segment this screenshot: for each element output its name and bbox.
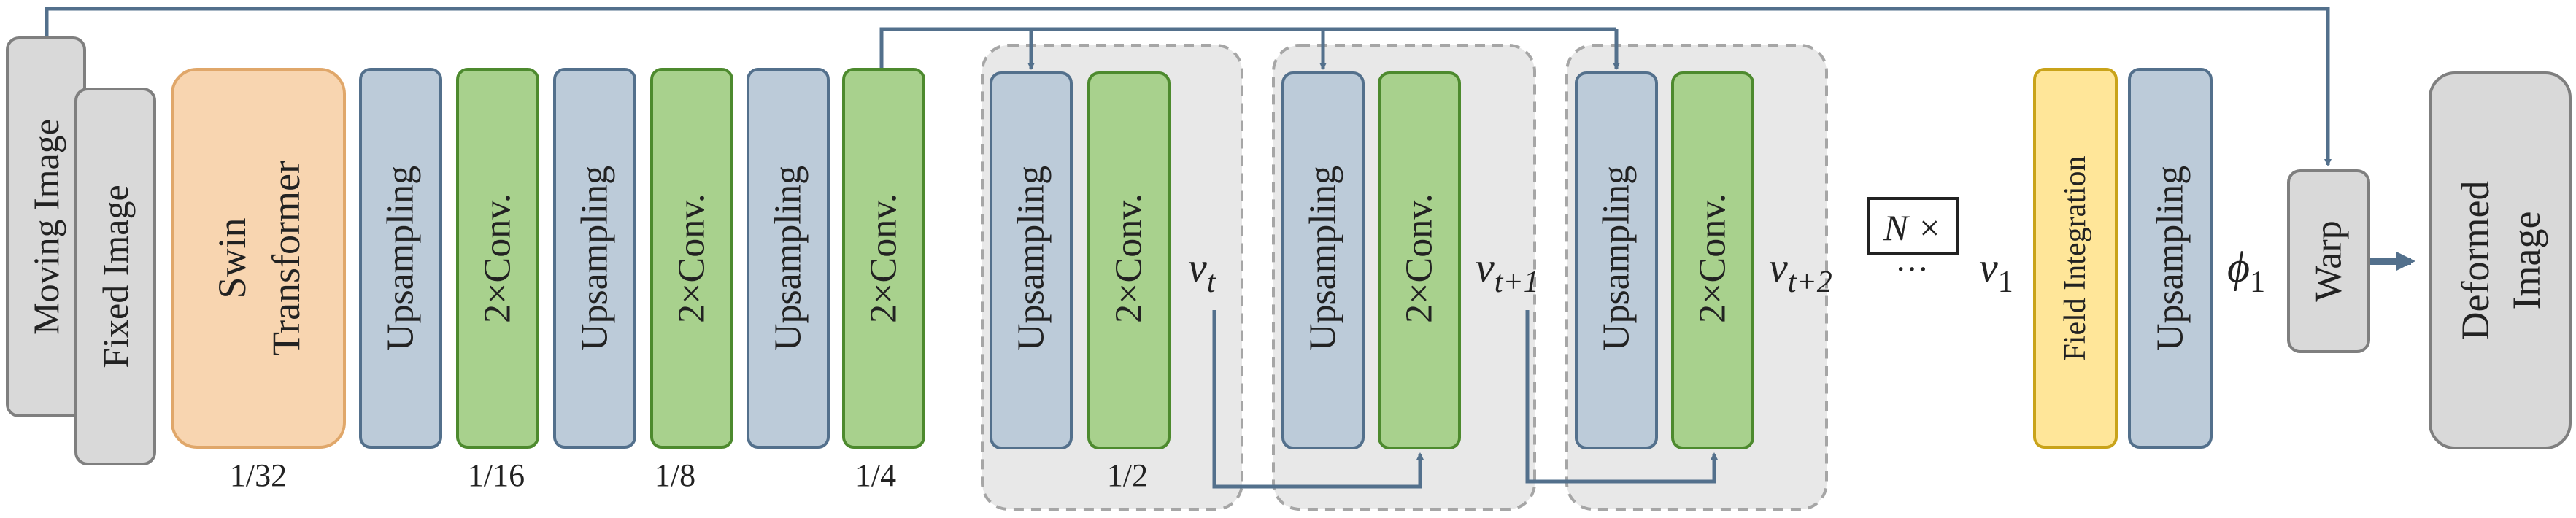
moving-to-warp-arrow [45, 7, 2332, 166]
conv-box-6 [1671, 71, 1754, 449]
upsampling-box-3 [747, 68, 830, 449]
iteration-t1: Upsampling 2×Conv. vt+1 [1281, 71, 1539, 449]
conv-box-4 [1087, 71, 1171, 449]
stage-1-8: Upsampling 2×Conv. 1/8 [553, 68, 733, 493]
deformed-image-box [2429, 71, 2572, 449]
iteration-t: Upsampling 2×Conv. 1/2 vt [990, 71, 1216, 493]
velocity-vt1-sub: t+1 [1495, 266, 1539, 299]
swin-transformer-box [171, 68, 346, 449]
moving-image-label: Moving Image [26, 119, 66, 335]
fixed-image-box [74, 88, 156, 465]
vt1-to-conv-arrow [1525, 310, 1718, 484]
phi-sub: 1 [2250, 266, 2265, 299]
upsampling-label-2: Upsampling [574, 166, 616, 351]
deformed-label-line1: Deformed [2453, 181, 2497, 341]
swin-label-line2: Transformer [264, 161, 308, 356]
vt-to-conv-arrow [1212, 310, 1424, 489]
field-integration-label: Field Integration [2059, 155, 2092, 360]
velocity-vt: vt [1188, 244, 1216, 299]
velocity-v1-sub: 1 [1998, 266, 2013, 299]
upsampling-box-6 [1575, 71, 1658, 449]
upsampling-label-1: Upsampling [380, 166, 422, 351]
conv-label-6: 2×Conv. [1692, 193, 1734, 323]
swin-label-line1: Swin [210, 217, 254, 298]
upsampling-label-6: Upsampling [1596, 166, 1638, 351]
velocity-vt-base: v [1188, 244, 1207, 291]
upsampling-box-final [2128, 68, 2213, 449]
conv-label-3: 2×Conv. [863, 193, 905, 323]
upsampling-box-1 [359, 68, 442, 449]
conv-label-4: 2×Conv. [1108, 193, 1150, 323]
scale-label-1-16: 1/16 [468, 457, 525, 493]
iteration-t2: Upsampling 2×Conv. vt+2 [1575, 71, 1832, 449]
scale-label-1-4: 1/4 [855, 457, 896, 493]
scale-label-1-32: 1/32 [230, 457, 287, 493]
conv-label-1: 2×Conv. [477, 193, 519, 323]
upsampling-label-4: Upsampling [1011, 166, 1052, 351]
velocity-vt1: vt+1 [1476, 244, 1539, 299]
upsampling-label-3: Upsampling [768, 166, 809, 351]
conv-box-5 [1378, 71, 1461, 449]
conv-label-2: 2×Conv. [671, 193, 713, 323]
n-times-label: N × [1883, 207, 1942, 248]
warp-box [2287, 169, 2370, 353]
velocity-vt2-base: v [1769, 244, 1788, 291]
deformation-field-phi1: ϕ1 [2227, 243, 2265, 299]
stage-1-4: Upsampling 2×Conv. 1/4 [747, 68, 925, 493]
scale-label-1-8: 1/8 [655, 457, 695, 493]
conv-box-2 [650, 68, 733, 449]
velocity-vt1-base: v [1476, 244, 1495, 291]
stage-1-16: Upsampling 2×Conv. 1/16 [359, 68, 539, 493]
velocity-v1-base: v [1979, 244, 1998, 291]
velocity-v1: v1 [1979, 244, 2013, 299]
upsampling-box-2 [553, 68, 636, 449]
n-times-box [1867, 197, 1959, 255]
upsampling-box-5 [1281, 71, 1365, 449]
deformed-label-line2: Image [2504, 212, 2548, 310]
connections [45, 7, 2332, 489]
warp-label: Warp [2308, 220, 2350, 301]
scale-label-1-2: 1/2 [1107, 457, 1148, 493]
conv-box-3 [842, 68, 925, 449]
upsampling-label-final: Upsampling [2150, 166, 2191, 351]
conv-box-1 [456, 68, 539, 449]
fixed-image-label: Fixed Image [95, 185, 136, 368]
skip-connection-line [879, 27, 1616, 69]
conv-label-5: 2×Conv. [1399, 193, 1441, 323]
upsampling-box-4 [990, 71, 1073, 449]
ellipsis: ··· [1895, 250, 1929, 287]
velocity-vt2: vt+2 [1769, 244, 1832, 299]
phi-base: ϕ [2227, 243, 2250, 291]
velocity-vt2-sub: t+2 [1788, 266, 1832, 299]
field-integration-box [2033, 68, 2118, 449]
upsampling-label-5: Upsampling [1303, 166, 1344, 351]
velocity-vt-sub: t [1207, 266, 1216, 299]
